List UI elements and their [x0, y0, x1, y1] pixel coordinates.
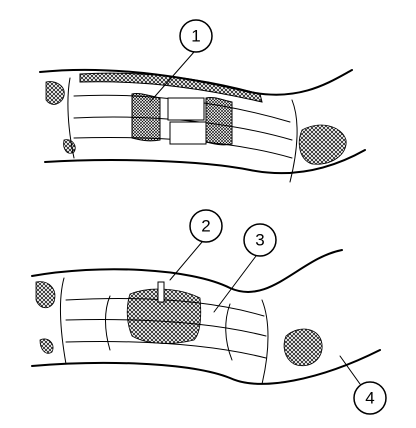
top-splice-sleeve-2 [169, 121, 207, 145]
top-twisted-wires-left [131, 93, 161, 142]
bottom-left-debris-2 [39, 338, 54, 354]
bottom-right-end-cap [261, 299, 269, 385]
top-figure-damaged-harness: 1 [39, 19, 366, 183]
bottom-wire-stub [157, 281, 165, 303]
top-conductor-2 [73, 116, 293, 141]
bottom-sleeve-right-edge [225, 303, 233, 361]
top-left-debris-2 [63, 139, 76, 154]
bottom-left-end-cap [59, 277, 67, 365]
callout-4-circle [353, 381, 387, 415]
bottom-tape-wrap [126, 288, 202, 344]
callout-3-label: 3 [255, 231, 264, 250]
top-twisted-wires-right [205, 97, 233, 146]
top-left-debris [45, 81, 65, 105]
top-right-debris [298, 124, 347, 165]
callout-1-label: 1 [191, 27, 200, 46]
bottom-left-debris [35, 281, 56, 309]
bottom-conductor-3 [65, 341, 267, 359]
callout-3-leader [213, 255, 257, 313]
callout-3-circle [243, 223, 277, 257]
bottom-jacket-upper-edge [31, 249, 343, 293]
bottom-figure-repaired-harness: 2 3 4 [31, 209, 387, 415]
callout-1-circle [179, 19, 213, 53]
callout-2-circle [189, 209, 223, 243]
callout-2-label: 2 [201, 217, 210, 236]
callout-2-leader [169, 241, 203, 281]
callout-4-leader [339, 355, 361, 385]
callout-1-leader [149, 51, 195, 103]
top-right-end-cap [289, 99, 298, 183]
bottom-jacket-lower-edge [31, 349, 381, 385]
top-jacket-hatch-band [79, 72, 263, 103]
bottom-sleeve-left-edge [105, 295, 111, 351]
top-jacket-lower-edge [44, 149, 366, 175]
top-splice-sleeve-1 [167, 97, 205, 121]
callout-4-label: 4 [365, 389, 374, 408]
bottom-right-debris [283, 328, 323, 367]
